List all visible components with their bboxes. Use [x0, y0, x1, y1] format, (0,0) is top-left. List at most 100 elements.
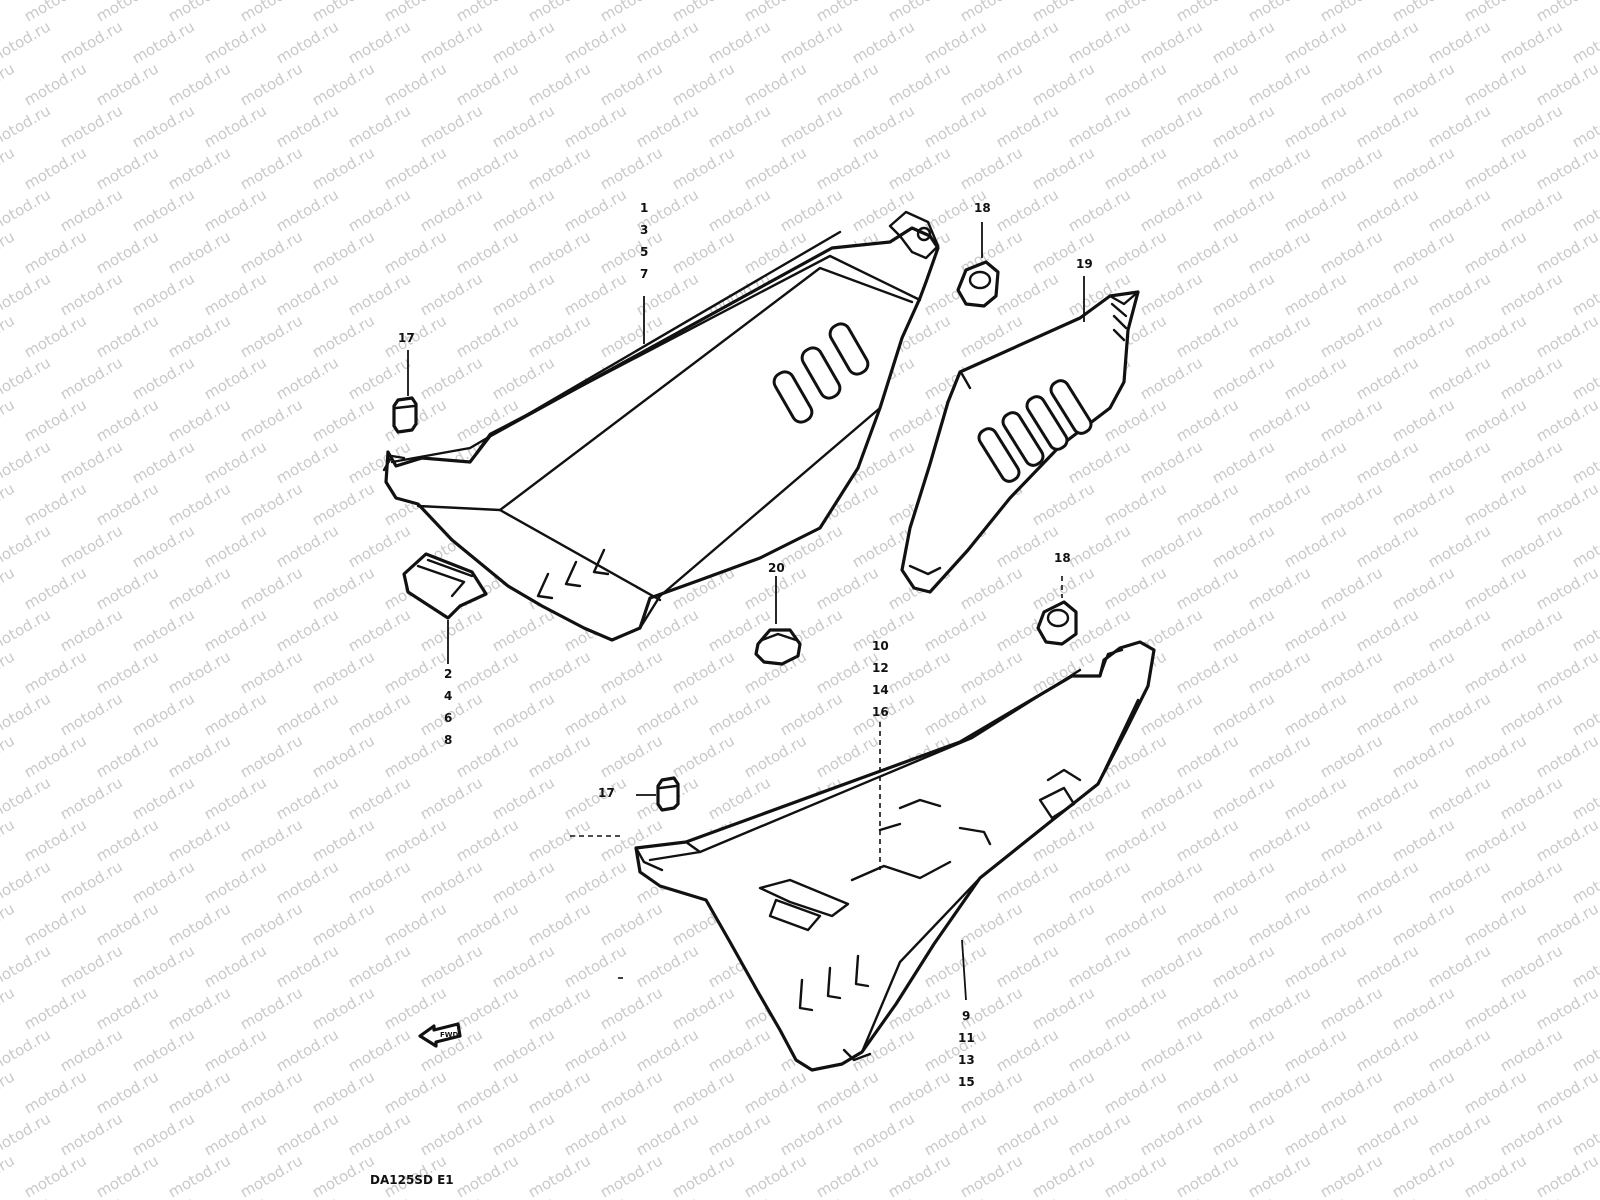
watermark-text: motod.ru	[1101, 143, 1170, 193]
callout-14: 14	[872, 683, 889, 697]
watermark-text: motod.ru	[165, 0, 234, 25]
watermark-text: motod.ru	[921, 101, 990, 151]
watermark-text: motod.ru	[1569, 857, 1600, 907]
watermark-text: motod.ru	[1029, 59, 1098, 109]
watermark-text: motod.ru	[813, 1151, 882, 1200]
watermark-text: motod.ru	[0, 0, 18, 25]
watermark-text: motod.ru	[1065, 1025, 1134, 1075]
watermark-text: motod.ru	[57, 1025, 126, 1075]
watermark-text: motod.ru	[345, 353, 414, 403]
callout-12: 12	[872, 661, 889, 675]
watermark-text: motod.ru	[93, 647, 162, 697]
watermark-text: motod.ru	[453, 1067, 522, 1117]
watermark-text: motod.ru	[489, 1109, 558, 1159]
watermark-text: motod.ru	[1353, 269, 1422, 319]
watermark-text: motod.ru	[21, 563, 90, 613]
watermark-text: motod.ru	[669, 59, 738, 109]
watermark-text: motod.ru	[129, 1193, 198, 1200]
watermark-text: motod.ru	[1425, 1025, 1494, 1075]
watermark-text: motod.ru	[525, 731, 594, 781]
watermark-text: motod.ru	[1137, 689, 1206, 739]
watermark-text: motod.ru	[0, 563, 18, 613]
watermark-text: motod.ru	[273, 353, 342, 403]
watermark-text: motod.ru	[1461, 59, 1530, 109]
watermark-text: motod.ru	[1569, 185, 1600, 235]
watermark-text: motod.ru	[1281, 17, 1350, 67]
watermark-text: motod.ru	[1461, 563, 1530, 613]
watermark-text: motod.ru	[1569, 941, 1600, 991]
watermark-text: motod.ru	[1389, 143, 1458, 193]
watermark-text: motod.ru	[1353, 857, 1422, 907]
watermark-text: motod.ru	[1101, 563, 1170, 613]
watermark-text: motod.ru	[453, 227, 522, 277]
watermark-text: motod.ru	[453, 731, 522, 781]
watermark-text: motod.ru	[1497, 773, 1566, 823]
callout-15: 15	[958, 1075, 975, 1089]
watermark-text: motod.ru	[129, 269, 198, 319]
watermark-text: motod.ru	[849, 1193, 918, 1200]
watermark-text: motod.ru	[93, 311, 162, 361]
watermark-text: motod.ru	[0, 731, 18, 781]
watermark-text: motod.ru	[561, 857, 630, 907]
watermark-text: motod.ru	[237, 59, 306, 109]
watermark-text: motod.ru	[1425, 269, 1494, 319]
watermark-text: motod.ru	[1281, 941, 1350, 991]
watermark-text: motod.ru	[1353, 1193, 1422, 1200]
watermark-text: motod.ru	[1065, 437, 1134, 487]
watermark-text: motod.ru	[381, 143, 450, 193]
watermark-text: motod.ru	[777, 101, 846, 151]
watermark-text: motod.ru	[1209, 521, 1278, 571]
watermark-text: motod.ru	[237, 1151, 306, 1200]
watermark-text: motod.ru	[669, 983, 738, 1033]
watermark-text: motod.ru	[1209, 17, 1278, 67]
watermark-text: motod.ru	[1317, 899, 1386, 949]
watermark-text: motod.ru	[93, 395, 162, 445]
watermark-text: motod.ru	[453, 983, 522, 1033]
watermark-text: motod.ru	[57, 521, 126, 571]
watermark-text: motod.ru	[0, 899, 18, 949]
watermark-text: motod.ru	[489, 605, 558, 655]
watermark-text: motod.ru	[1497, 1193, 1566, 1200]
watermark-text: motod.ru	[165, 311, 234, 361]
watermark-text: motod.ru	[993, 1109, 1062, 1159]
watermark-text: motod.ru	[993, 1193, 1062, 1200]
watermark-text: motod.ru	[345, 1025, 414, 1075]
watermark-text: motod.ru	[309, 563, 378, 613]
watermark-text: motod.ru	[1065, 185, 1134, 235]
watermark-text: motod.ru	[201, 353, 270, 403]
watermark-text: motod.ru	[345, 605, 414, 655]
watermark-text: motod.ru	[129, 17, 198, 67]
watermark-text: motod.ru	[1065, 101, 1134, 151]
watermark-text: motod.ru	[1173, 899, 1242, 949]
watermark-text: motod.ru	[417, 185, 486, 235]
watermark-text: motod.ru	[1497, 857, 1566, 907]
watermark-text: motod.ru	[0, 815, 18, 865]
watermark-text: motod.ru	[669, 1151, 738, 1200]
watermark-text: motod.ru	[381, 227, 450, 277]
watermark-text: motod.ru	[885, 59, 954, 109]
callout-labels: 1 3 5 7 2 4 6 8 18 19 17 20 18 17 10 12 …	[398, 201, 1093, 1089]
watermark-text: motod.ru	[525, 227, 594, 277]
watermark-text: motod.ru	[1317, 647, 1386, 697]
watermark-text: motod.ru	[957, 899, 1026, 949]
watermark-text: motod.ru	[1029, 1067, 1098, 1117]
watermark-text: motod.ru	[1137, 941, 1206, 991]
watermark-text: motod.ru	[993, 269, 1062, 319]
watermark-text: motod.ru	[957, 59, 1026, 109]
watermark-text: motod.ru	[309, 899, 378, 949]
watermark-text: motod.ru	[1245, 395, 1314, 445]
watermark-text: motod.ru	[1281, 185, 1350, 235]
watermark-text: motod.ru	[1425, 773, 1494, 823]
watermark-text: motod.ru	[489, 101, 558, 151]
watermark-text: motod.ru	[1533, 647, 1600, 697]
watermark-text: motod.ru	[273, 17, 342, 67]
watermark-text: motod.ru	[165, 899, 234, 949]
watermark-text: motod.ru	[1065, 17, 1134, 67]
watermark-text: motod.ru	[201, 269, 270, 319]
watermark-text: motod.ru	[885, 143, 954, 193]
watermark-text: motod.ru	[1461, 899, 1530, 949]
watermark-text: motod.ru	[1425, 689, 1494, 739]
watermark-text: motod.ru	[669, 647, 738, 697]
watermark-text: motod.ru	[1137, 1109, 1206, 1159]
